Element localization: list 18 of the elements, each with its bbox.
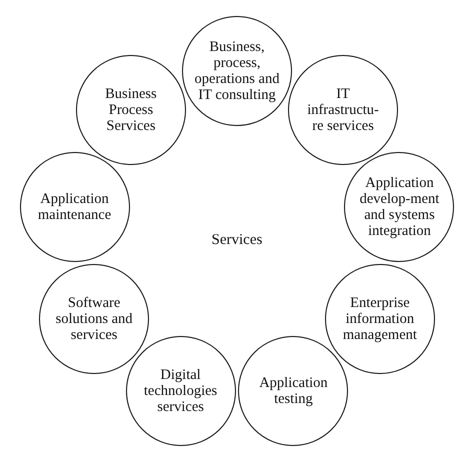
service-circle: [182, 16, 292, 126]
service-circle: [126, 336, 236, 446]
service-circle: [76, 54, 186, 165]
service-circle: [324, 264, 435, 374]
service-circle: [20, 152, 130, 262]
service-label: Digital technologies services: [142, 367, 218, 416]
service-label: Software solutions and services: [54, 294, 134, 342]
service-label: Business Process Services: [104, 86, 158, 134]
service-label: Application maintenance: [36, 191, 112, 224]
service-label: Enterprise information management: [342, 294, 418, 342]
center-label: Services: [212, 232, 262, 248]
service-circle: [39, 264, 150, 374]
service-circle: [288, 54, 398, 165]
service-label: IT infrastructu-re services: [306, 86, 380, 134]
service-circle: [344, 152, 454, 262]
service-label: Application testing: [258, 375, 329, 408]
service-label: Application develop-ment and systems integration: [358, 175, 440, 240]
service-label: Business, process, operations and IT consulting: [194, 39, 280, 103]
